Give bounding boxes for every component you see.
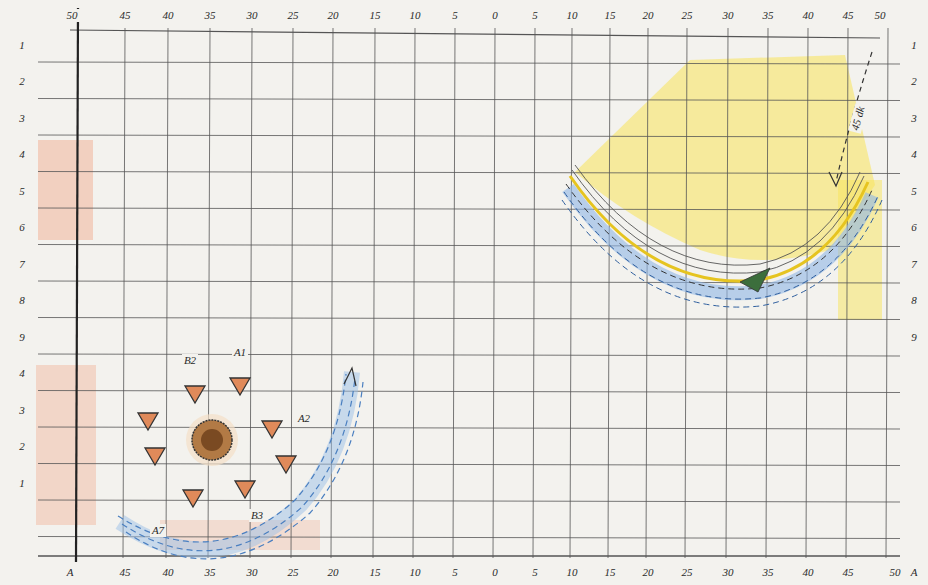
row-number: 8 (17, 294, 27, 307)
axis-number: 15 (368, 9, 383, 22)
axis-number: 40 (801, 9, 816, 22)
front-triangles (138, 378, 296, 507)
axis-number: 50 (65, 9, 80, 22)
axis-number: 50 (888, 566, 903, 579)
axis-number: 0 (490, 566, 500, 579)
row-number: 6 (909, 221, 919, 234)
yellow-front (562, 52, 882, 307)
front-label: B3 (249, 509, 265, 522)
axis-number: 35 (203, 9, 218, 22)
row-number: 5 (17, 185, 27, 198)
axis-number: 35 (761, 566, 776, 579)
row-number: 5 (909, 185, 919, 198)
axis-number: 20 (326, 9, 341, 22)
axis-number: 20 (326, 566, 341, 579)
axis-number: 30 (721, 566, 736, 579)
row-number: 4 (17, 367, 27, 380)
axis-number: 50 (873, 9, 888, 22)
row-number: 1 (17, 39, 27, 52)
axis-number: 25 (680, 9, 695, 22)
front-label: A2 (296, 412, 312, 425)
axis-number: 5 (450, 566, 460, 579)
axis-number: 45 (841, 9, 856, 22)
row-number: 9 (17, 331, 27, 344)
row-number: 3 (17, 112, 27, 125)
axis-number: 10 (408, 566, 423, 579)
row-number: 3 (17, 404, 27, 417)
row-number: 3 (909, 112, 919, 125)
row-number: 1 (17, 477, 27, 490)
axis-number: 30 (245, 9, 260, 22)
row-number: 1 (909, 39, 919, 52)
axis-number: 15 (603, 9, 618, 22)
axis-number: 35 (761, 9, 776, 22)
axis-number: 35 (203, 566, 218, 579)
axis-number: 10 (565, 566, 580, 579)
row-number: 2 (17, 75, 27, 88)
axis-number: 0 (490, 9, 500, 22)
axis-number: 20 (641, 9, 656, 22)
corner-mark: A (65, 566, 76, 579)
meridian-line (76, 8, 78, 562)
row-number: 9 (909, 331, 919, 344)
row-number: 6 (17, 221, 27, 234)
shading (36, 55, 882, 550)
axis-number: 45 (118, 566, 133, 579)
front-label: A7 (150, 524, 166, 537)
row-number: 7 (17, 258, 27, 271)
axis-number: 30 (245, 566, 260, 579)
axis-number: 10 (408, 9, 423, 22)
row-number: 2 (17, 440, 27, 453)
row-number: 8 (909, 294, 919, 307)
axis-number: 10 (565, 9, 580, 22)
axis-number: 20 (641, 566, 656, 579)
row-number: 7 (909, 258, 919, 271)
axis-number: 25 (286, 9, 301, 22)
axis-number: 45 (841, 566, 856, 579)
axis-number: 5 (530, 9, 540, 22)
front-label: A1 (232, 346, 248, 359)
corner-mark: A (909, 566, 920, 579)
row-number: 4 (909, 148, 919, 161)
blue-arc (118, 368, 363, 559)
cyclone-center (186, 414, 238, 466)
axis-number: 5 (450, 9, 460, 22)
axis-number: 30 (721, 9, 736, 22)
axis-number: 25 (680, 566, 695, 579)
axis-number: 40 (801, 566, 816, 579)
row-number: 4 (17, 148, 27, 161)
axis-number: 45 (118, 9, 133, 22)
axis-number: 15 (603, 566, 618, 579)
axis-number: 25 (286, 566, 301, 579)
row-number: 2 (909, 75, 919, 88)
axis-number: 5 (530, 566, 540, 579)
grid-lines (38, 28, 900, 558)
axis-number: 40 (161, 566, 176, 579)
axis-number: 40 (161, 9, 176, 22)
front-label: B2 (182, 354, 198, 367)
axis-number: 15 (368, 566, 383, 579)
